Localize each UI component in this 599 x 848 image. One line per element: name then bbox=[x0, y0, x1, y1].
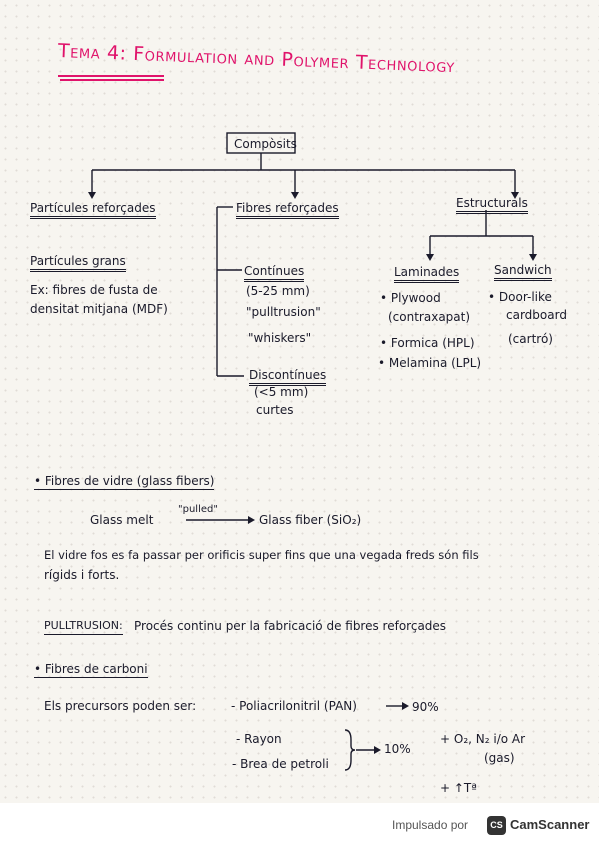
glass-description-2: rígids i forts. bbox=[44, 568, 120, 582]
glass-fiber: Glass fiber (SiO₂) bbox=[259, 513, 362, 527]
cardboard-item: cardboard bbox=[506, 308, 567, 322]
camscanner-brand: CamScanner bbox=[510, 817, 590, 832]
gases-line-1: + O₂, N₂ i/o Ar bbox=[440, 732, 526, 746]
brea-item: - Brea de petroli bbox=[232, 757, 329, 771]
fibres-discontinues: Discontínues bbox=[249, 368, 327, 386]
disc-size: (<5 mm) bbox=[254, 385, 309, 399]
particules-text-1: Ex: fibres de fusta de bbox=[30, 283, 158, 297]
curtes-term: curtes bbox=[256, 403, 294, 417]
title-underline bbox=[58, 75, 164, 77]
temperature-note: + ↑Tª bbox=[440, 781, 477, 795]
branch-estructurals: Estructurals bbox=[456, 196, 528, 214]
tree-root: Compòsits bbox=[234, 137, 297, 151]
scanner-footer: Impulsado por CS CamScanner bbox=[0, 803, 599, 848]
tree-connectors bbox=[88, 132, 537, 771]
footer-powered-by: Impulsado por bbox=[392, 818, 469, 832]
melamina-item: • Melamina (LPL) bbox=[378, 356, 482, 370]
door-like-item: • Door-like bbox=[488, 290, 552, 304]
contraxapat-item: (contraxapat) bbox=[388, 310, 471, 324]
rayon-item: - Rayon bbox=[236, 732, 282, 746]
camscanner-logo-icon: CS bbox=[487, 816, 506, 835]
branch-particules: Partícules reforçades bbox=[30, 201, 156, 219]
whiskers-term: "whiskers" bbox=[248, 331, 312, 345]
pulled-label: "pulled" bbox=[178, 504, 218, 515]
glass-description-1: El vidre fos es fa passar per orificis s… bbox=[44, 548, 479, 562]
precursors-text: Els precursors poden ser: bbox=[44, 699, 197, 713]
sandwich-heading: Sandwich bbox=[494, 263, 552, 281]
formica-item: • Formica (HPL) bbox=[380, 336, 475, 350]
cartro-item: (cartró) bbox=[508, 332, 553, 346]
notebook-page: Tema 4: Formulation and Polymer Technolo… bbox=[0, 0, 599, 803]
pan-percent: 90% bbox=[412, 700, 439, 714]
fibres-continues: Contínues bbox=[244, 264, 305, 282]
carbon-heading: • Fibres de carboni bbox=[34, 662, 148, 678]
particules-text-2: densitat mitjana (MDF) bbox=[30, 302, 168, 316]
percent-10: 10% bbox=[384, 742, 411, 756]
pultrusion-text: Procés continu per la fabricació de fibr… bbox=[134, 619, 447, 633]
laminats-heading: Laminades bbox=[394, 265, 460, 283]
plywood-item: • Plywood bbox=[380, 291, 441, 305]
pultrusion-term: "pulltrusion" bbox=[246, 305, 321, 319]
continues-size: (5-25 mm) bbox=[246, 284, 310, 298]
gases-line-2: (gas) bbox=[484, 751, 515, 765]
pan-item: - Poliacrilonitril (PAN) bbox=[231, 699, 357, 713]
branch-fibres: Fibres reforçades bbox=[236, 201, 339, 219]
pultrusion-label: PULLTRUSION: bbox=[44, 619, 123, 635]
glass-melt: Glass melt bbox=[90, 513, 154, 527]
particules-grans: Partícules grans bbox=[30, 254, 126, 272]
glass-heading: • Fibres de vidre (glass fibers) bbox=[34, 474, 215, 490]
title-underline-2 bbox=[60, 79, 164, 81]
